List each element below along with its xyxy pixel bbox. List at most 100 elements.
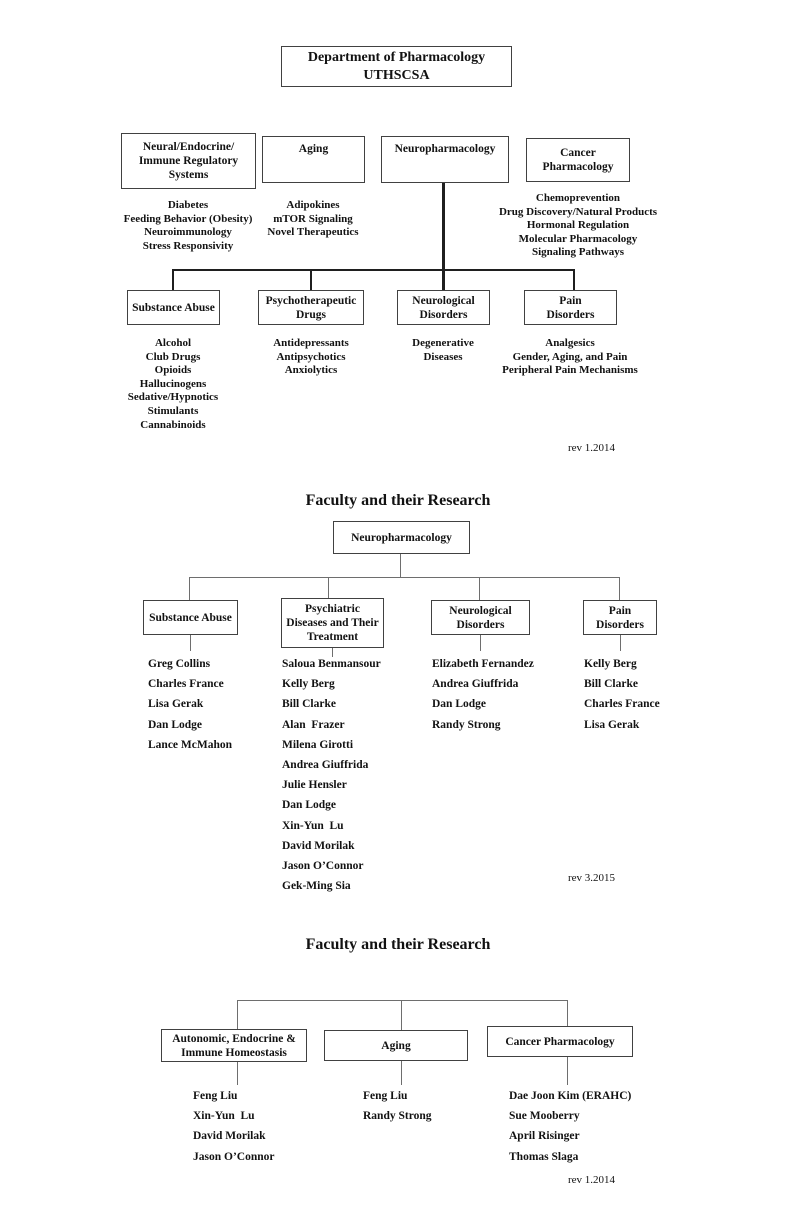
topic-item: Antipsychotics	[276, 350, 346, 363]
connector-drop-group4	[619, 577, 620, 600]
box-autonomic-endocrine-immune: Autonomic, Endocrine & Immune Homeostasi…	[161, 1029, 307, 1062]
faculty-name: Julie Hensler	[282, 779, 347, 792]
box-pain-disorders: Pain Disorders	[524, 290, 617, 325]
revision-label-bottom: rev 1.2014	[568, 1174, 616, 1186]
faculty-name: Charles France	[584, 698, 660, 711]
topic-item: Club Drugs	[145, 350, 201, 363]
topic-item: Chemoprevention	[535, 192, 621, 204]
faculty-name: Thomas Slaga	[509, 1150, 579, 1163]
topic-item: Adipokines	[286, 199, 340, 211]
topic-item: mTOR Signaling	[273, 212, 353, 225]
connector-stub-aging	[401, 1061, 402, 1085]
topic-item: Gender, Aging, and Pain	[512, 350, 628, 363]
section-heading-faculty-other: Faculty and their Research	[305, 936, 491, 953]
connector-drop-group2	[328, 577, 329, 600]
section-heading-faculty-neuro: Faculty and their Research	[305, 492, 491, 509]
faculty-name: Dan Lodge	[148, 718, 202, 731]
connector-drop-autonomic	[237, 1000, 238, 1029]
topic-item: Anxiolytics	[284, 364, 338, 377]
topic-item: Diabetes	[167, 199, 209, 211]
faculty-name: Lisa Gerak	[148, 698, 204, 711]
box-faculty-psychiatric: Psychiatric Diseases and Their Treatment	[281, 598, 384, 648]
faculty-name: Kelly Berg	[584, 658, 637, 670]
topic-item: Molecular Pharmacology	[518, 232, 638, 245]
connector-stub-autonomic	[237, 1062, 238, 1085]
connector-stub-group4	[620, 635, 621, 651]
topic-item: Sedative/Hypnotics	[127, 391, 219, 404]
connector-drop-substance	[172, 270, 174, 290]
topic-item: Hallucinogens	[139, 377, 207, 390]
topic-item: Analgesics	[545, 337, 595, 349]
faculty-name: Gek-Ming Sia	[282, 880, 351, 893]
connector-other-crossbar	[237, 1000, 568, 1001]
faculty-name: Dan Lodge	[432, 698, 486, 711]
faculty-name: Milena Girotti	[282, 738, 354, 751]
faculty-name: Bill Clarke	[282, 698, 336, 711]
faculty-name: Feng Liu	[363, 1090, 408, 1102]
topic-item: Feeding Behavior (Obesity)	[123, 212, 253, 225]
topic-item: Peripheral Pain Mechanisms	[502, 364, 638, 377]
box-faculty-neuropharmacology: Neuropharmacology	[333, 521, 470, 554]
faculty-name: Lisa Gerak	[584, 718, 640, 731]
box-neuropharmacology: Neuropharmacology	[381, 136, 509, 183]
box-aging: Aging	[262, 136, 365, 183]
connector-stub-cancer	[567, 1057, 568, 1085]
faculty-name: Xin-Yun Lu	[282, 819, 344, 832]
connector-faculty-trunk	[400, 554, 401, 577]
faculty-name: Alan Frazer	[282, 718, 345, 731]
faculty-name: Saloua Benmansour	[282, 658, 381, 670]
connector-stub-group3	[480, 635, 481, 651]
topic-item: Cannabinoids	[140, 418, 206, 431]
faculty-name: Charles France	[148, 678, 224, 691]
faculty-name: Jason O’Connor	[282, 860, 364, 873]
connector-drop-pain	[573, 270, 575, 290]
faculty-name: Randy Strong	[363, 1110, 432, 1123]
topic-item: Antidepressants	[273, 337, 349, 349]
faculty-name: Kelly Berg	[282, 678, 335, 691]
faculty-name: Sue Mooberry	[509, 1110, 580, 1123]
box-psychotherapeutic-drugs: Psychotherapeutic Drugs	[258, 290, 364, 325]
revision-label-middle: rev 3.2015	[568, 872, 616, 884]
topic-item: Degenerative Diseases	[412, 337, 474, 363]
box-neural-endocrine-immune: Neural/Endocrine/ Immune Regulatory Syst…	[121, 133, 256, 189]
faculty-name: Greg Collins	[148, 658, 211, 670]
connector-neuro-trunk	[442, 183, 445, 291]
topic-item: Drug Discovery/Natural Products	[498, 205, 658, 218]
connector-drop-cancer	[567, 1000, 568, 1026]
faculty-name: April Risinger	[509, 1130, 580, 1143]
box-cancer-pharmacology: Cancer Pharmacology	[526, 138, 630, 182]
faculty-name: Bill Clarke	[584, 678, 638, 691]
faculty-name: Dae Joon Kim (ERAHC)	[509, 1090, 632, 1102]
box-department-title: Department of Pharmacology UTHSCSA	[281, 46, 512, 87]
box-faculty-cancer-pharmacology: Cancer Pharmacology	[487, 1026, 633, 1057]
box-substance-abuse: Substance Abuse	[127, 290, 220, 325]
connector-neuro-crossbar	[172, 269, 575, 271]
topic-item: Stimulants	[147, 404, 199, 417]
connector-stub-group1	[190, 635, 191, 651]
faculty-name: Xin-Yun Lu	[193, 1110, 255, 1123]
topic-item: Novel Therapeutics	[267, 226, 359, 239]
connector-drop-group1	[189, 577, 190, 600]
topic-item: Signaling Pathways	[532, 246, 624, 259]
topic-list-neurological: Degenerative Diseases	[393, 337, 493, 364]
connector-faculty-crossbar	[189, 577, 620, 578]
faculty-name: Lance McMahon	[148, 738, 233, 751]
faculty-name: Randy Strong	[432, 718, 501, 731]
revision-label-top: rev 1.2014	[568, 442, 616, 454]
box-faculty-neurological: Neurological Disorders	[431, 600, 530, 635]
topic-item: Hormonal Regulation	[526, 219, 630, 232]
faculty-name: Andrea Giuffrida	[432, 678, 519, 691]
connector-drop-psychotherapeutic	[310, 270, 312, 290]
topic-item: Alcohol	[154, 337, 192, 349]
